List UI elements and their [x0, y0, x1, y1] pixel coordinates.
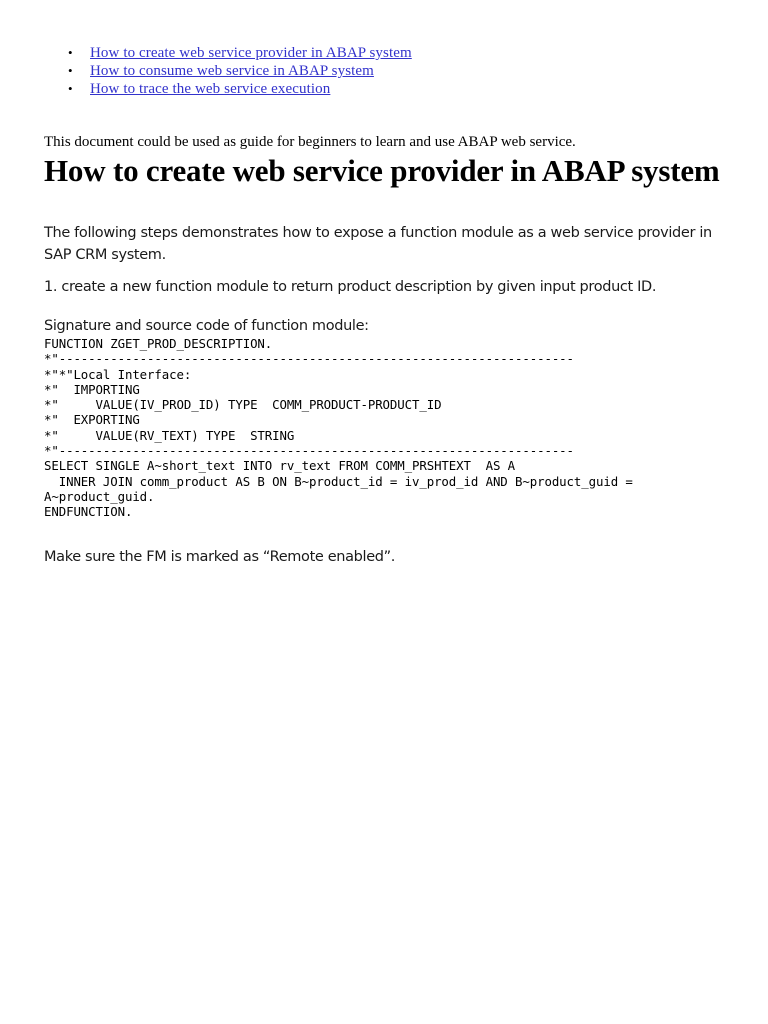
page-title: How to create web service provider in AB… — [44, 153, 720, 188]
list-item: • How to trace the web service execution — [44, 80, 724, 98]
bullet-icon: • — [68, 81, 73, 96]
table-of-contents: • How to create web service provider in … — [44, 44, 724, 98]
toc-link-consume-service[interactable]: How to consume web service in ABAP syste… — [90, 63, 374, 79]
step-1-paragraph: 1. create a new function module to retur… — [44, 278, 657, 295]
toc-link-create-provider[interactable]: How to create web service provider in AB… — [90, 45, 412, 61]
list-item: • How to consume web service in ABAP sys… — [44, 62, 724, 80]
intro-paragraph: This document could be used as guide for… — [44, 134, 576, 150]
remote-enabled-note: Make sure the FM is marked as “Remote en… — [44, 548, 396, 565]
bullet-icon: • — [68, 45, 73, 60]
bullet-icon: • — [68, 63, 73, 78]
list-item: • How to create web service provider in … — [44, 44, 724, 62]
signature-label: Signature and source code of function mo… — [44, 317, 369, 334]
steps-intro-paragraph: The following steps demonstrates how to … — [44, 224, 712, 263]
abap-code-block: FUNCTION ZGET_PROD_DESCRIPTION. *"------… — [44, 336, 633, 520]
toc-link-trace-execution[interactable]: How to trace the web service execution — [90, 81, 331, 97]
